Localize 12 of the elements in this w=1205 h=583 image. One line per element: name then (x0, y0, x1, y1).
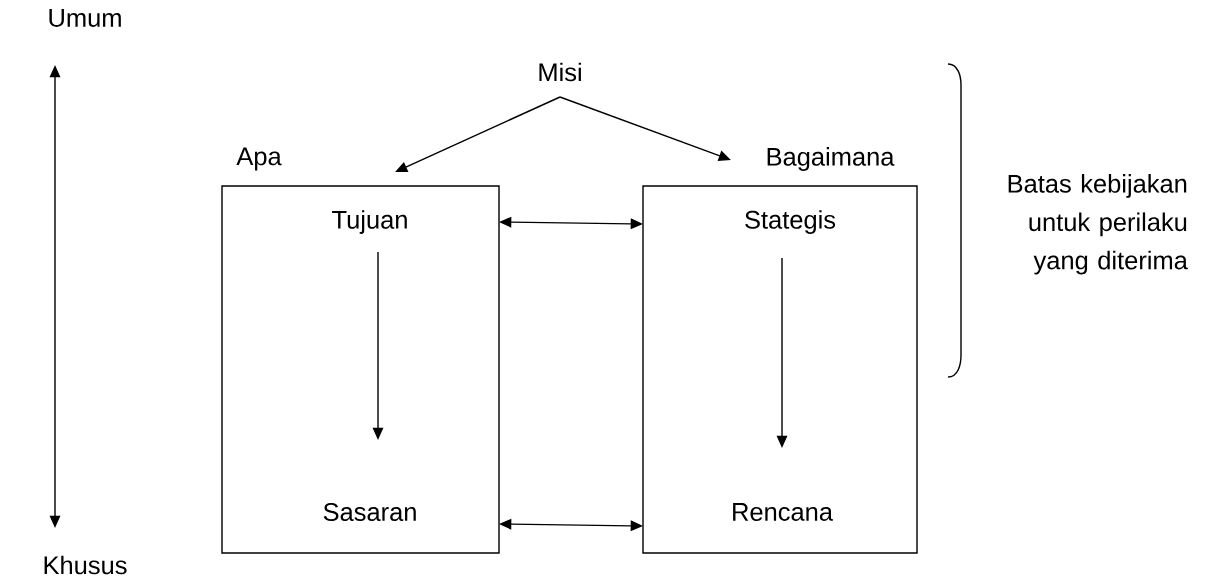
arrow (395, 96, 561, 172)
note-text: Batas kebijakan untuk perilaku yang diterima (1008, 174, 1188, 275)
text-label: Tujuan (332, 210, 407, 234)
text-label: Khusus (44, 555, 127, 575)
text-label: Stategis (745, 210, 836, 234)
arrow (559, 96, 731, 161)
text-label: Umum (49, 9, 121, 27)
node-label: Apa (236, 147, 282, 171)
text-label: Rencana (733, 503, 833, 521)
text-label: Misi (539, 62, 581, 82)
text-label: Sasaran (323, 502, 416, 522)
node-label: Bagaimana (767, 147, 895, 171)
